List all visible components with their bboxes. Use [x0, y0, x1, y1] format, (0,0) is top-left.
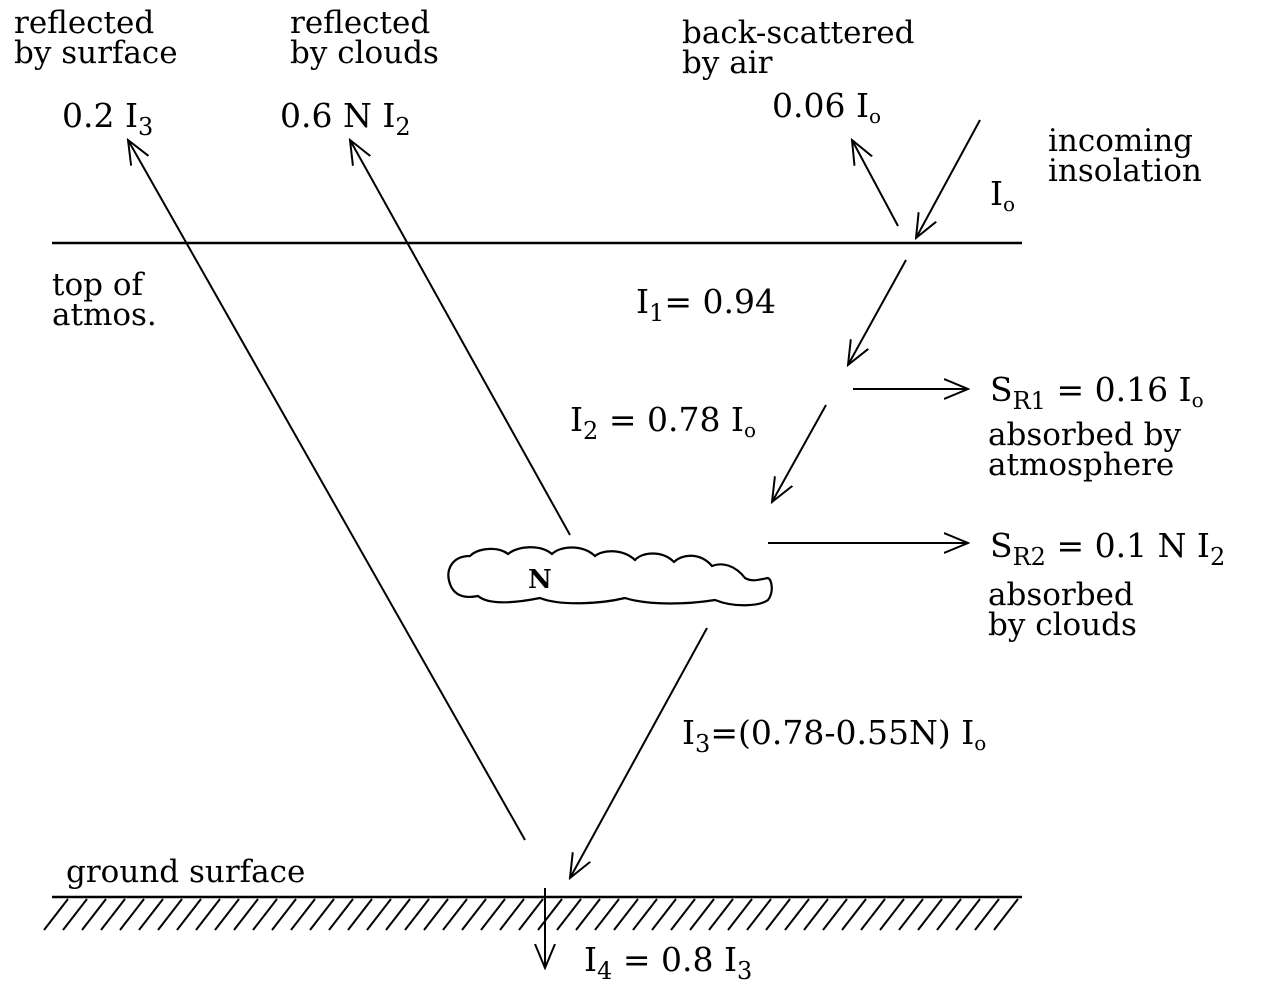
formula-incoming: Io [990, 174, 1016, 216]
hatch-line [632, 898, 658, 931]
i3-arrow [570, 627, 708, 878]
cloud-reflection-arrow [350, 140, 571, 536]
label-reflected-clouds: reflected by clouds [290, 5, 439, 71]
backscatter-arrow [852, 140, 899, 227]
formula-i4: I4 = 0.8 I3 [584, 940, 753, 985]
formula-sr2: SR2 = 0.1 N I2 [990, 526, 1226, 571]
hatch-line [689, 898, 715, 931]
hatch-line [119, 898, 145, 931]
hatch-line [214, 898, 240, 931]
label-top-of-atmosphere: top of atmos. [52, 267, 157, 333]
hatch-line [347, 898, 373, 931]
label-ground-surface: ground surface [66, 854, 306, 890]
hatch-line [841, 898, 867, 931]
hatch-line [936, 898, 962, 931]
hatch-line [309, 898, 335, 931]
hatch-line [328, 898, 354, 931]
hatch-line [157, 898, 183, 931]
hatch-line [176, 898, 202, 931]
hatch-line [746, 898, 772, 931]
formula-sr1: SR1 = 0.16 Io [990, 370, 1204, 415]
hatch-line [195, 898, 221, 931]
hatch-line [62, 898, 88, 931]
hatch-line [955, 898, 981, 931]
hatch-line [974, 898, 1000, 931]
cloud-shape [447, 546, 773, 607]
hatch-line [594, 898, 620, 931]
hatch-line [138, 898, 164, 931]
hatch-line [651, 898, 677, 931]
label-reflected-surface: reflected by surface [14, 5, 178, 71]
hatch-line [727, 898, 753, 931]
ground-hatching [43, 898, 1019, 931]
hatch-line [499, 898, 525, 931]
label-backscatter: back-scattered by air [682, 15, 915, 81]
hatch-line [43, 898, 69, 931]
hatch-line [803, 898, 829, 931]
i2-arrow [772, 404, 827, 502]
hatch-line [442, 898, 468, 931]
formula-i2: I2 = 0.78 Io [570, 400, 757, 445]
hatch-line [784, 898, 810, 931]
label-absorbed-clouds: absorbed by clouds [988, 577, 1137, 643]
label-absorbed-atmosphere: absorbed by atmosphere [988, 417, 1181, 483]
formula-i3: I3=(0.78-0.55N) Io [682, 713, 987, 758]
hatch-line [518, 898, 544, 931]
incoming-insolation-arrow [916, 119, 981, 238]
surface-reflection-arrow [128, 140, 526, 841]
i1-arrow [848, 259, 907, 365]
hatch-line [385, 898, 411, 931]
hatch-line [404, 898, 430, 931]
hatch-line [290, 898, 316, 931]
formula-surface-reflection: 0.2 I3 [62, 96, 154, 141]
formula-i1: I1= 0.94 [636, 282, 776, 327]
cloud-label: N [528, 565, 552, 595]
hatch-line [423, 898, 449, 931]
hatch-line [898, 898, 924, 931]
hatch-line [100, 898, 126, 931]
hatch-line [233, 898, 259, 931]
hatch-line [480, 898, 506, 931]
hatch-line [537, 898, 563, 931]
hatch-line [252, 898, 278, 931]
hatch-line [917, 898, 943, 931]
hatch-line [575, 898, 601, 931]
hatch-line [860, 898, 886, 931]
hatch-line [271, 898, 297, 931]
hatch-line [879, 898, 905, 931]
hatch-line [708, 898, 734, 931]
hatch-line [613, 898, 639, 931]
formula-backscatter: 0.06 Io [772, 86, 882, 128]
formula-cloud-reflection: 0.6 N I2 [280, 96, 411, 141]
hatch-line [366, 898, 392, 931]
hatch-line [670, 898, 696, 931]
hatch-line [81, 898, 107, 931]
hatch-line [765, 898, 791, 931]
hatch-line [556, 898, 582, 931]
hatch-line [822, 898, 848, 931]
hatch-line [461, 898, 487, 931]
hatch-line [993, 898, 1019, 931]
label-incoming-insolation: incoming insolation [1048, 123, 1202, 189]
